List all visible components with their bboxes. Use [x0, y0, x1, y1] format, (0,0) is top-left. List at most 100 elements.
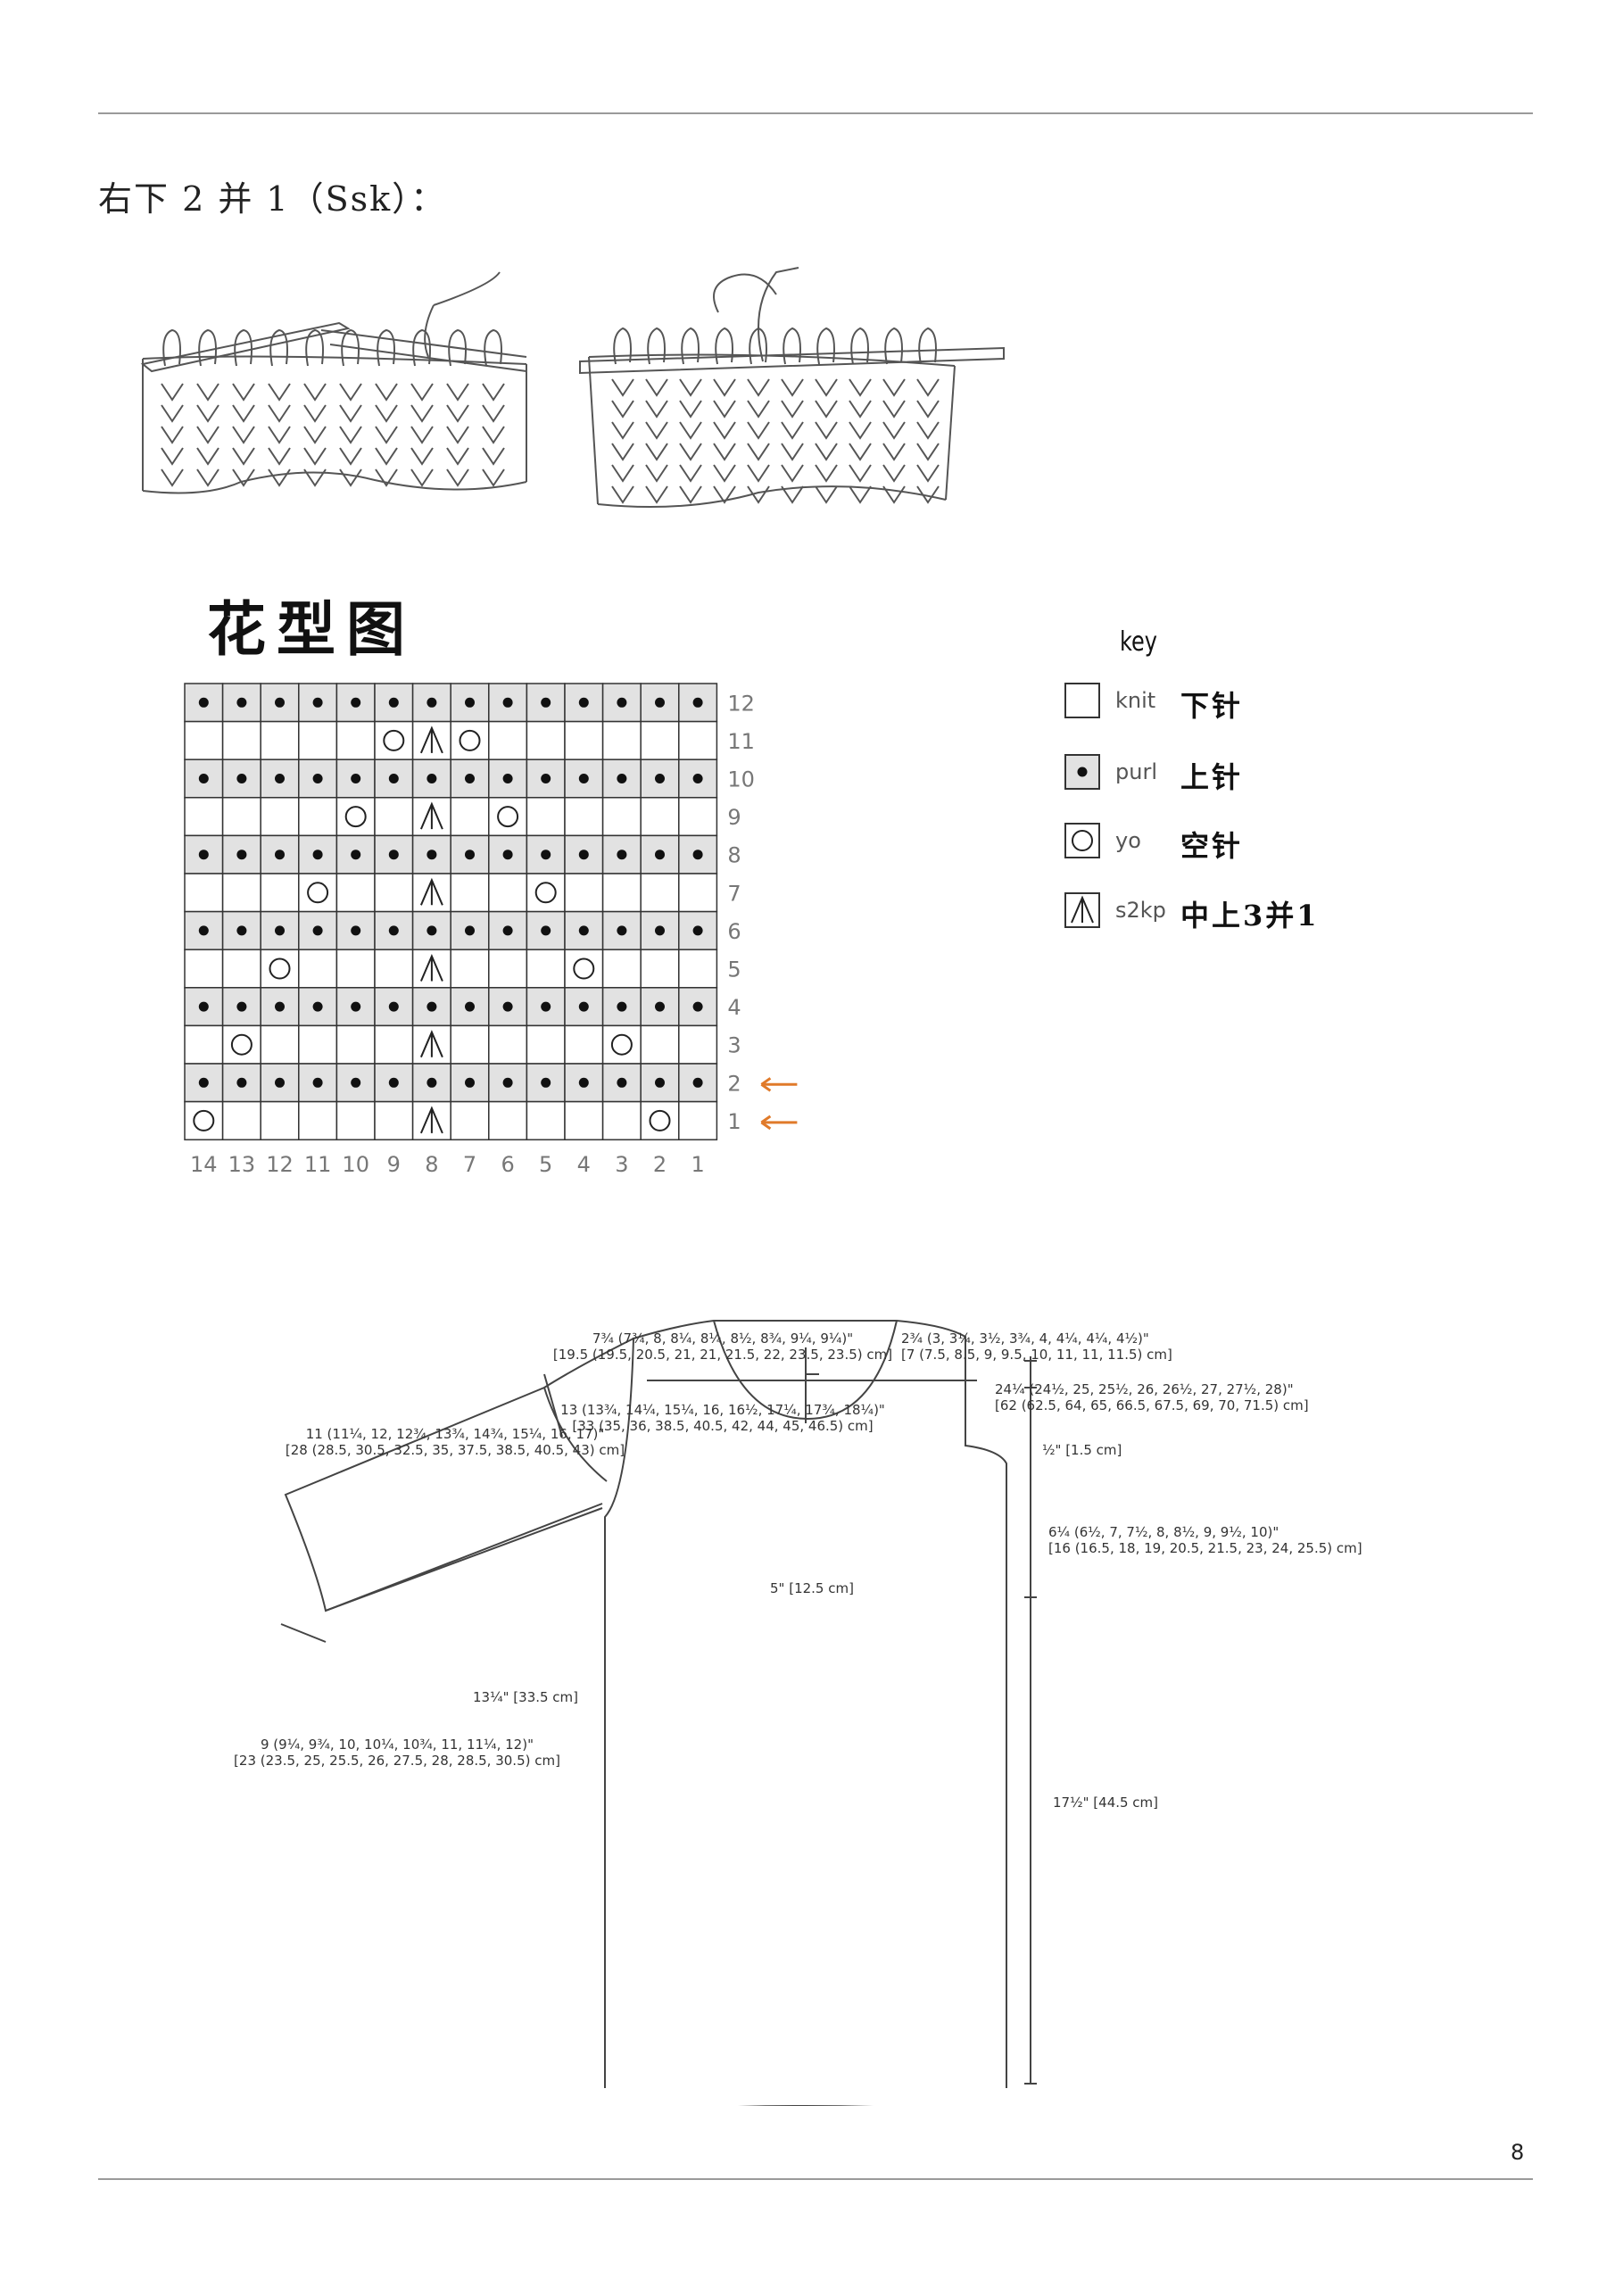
col-label: 7 [463, 1152, 476, 1177]
chart-cell-knit [678, 797, 718, 837]
chart-cell-purl [601, 834, 642, 874]
chart-cell-purl [564, 758, 604, 799]
chart-cell-purl [640, 987, 680, 1027]
chart-cell-purl [678, 834, 718, 874]
chart-cell-purl [374, 987, 414, 1027]
chart-cell-knit [640, 873, 680, 913]
chart-cell-knit [184, 1024, 224, 1065]
chart-cell-knit [488, 873, 528, 913]
dimension-shoulder: [7 (7.5, 8.5, 9, 9.5, 10, 11, 11, 11.5) … [901, 1347, 1172, 1363]
top-rule [98, 112, 1533, 114]
col-label: 5 [539, 1152, 552, 1177]
chart-cell-knit [298, 720, 338, 760]
chart-cell-purl [335, 834, 376, 874]
chart-cell-knit [221, 720, 261, 760]
chart-cell-knit [184, 873, 224, 913]
chart-cell-knit [601, 797, 642, 837]
chart-cell-s2kp [411, 720, 451, 760]
chart-cell-purl [374, 1063, 414, 1103]
row-label: 8 [727, 843, 741, 868]
chart-cell-knit [450, 873, 490, 913]
chart-cell-knit [335, 1100, 376, 1140]
chart-cell-purl [184, 987, 224, 1027]
col-label: 13 [228, 1152, 256, 1177]
chart-cell-purl [678, 758, 718, 799]
chart-cell-purl [221, 987, 261, 1027]
chart-cell-knit [298, 797, 338, 837]
key-label-en: purl [1115, 759, 1157, 784]
bottom-rule [98, 2178, 1533, 2180]
row-label: 9 [727, 805, 741, 830]
chart-cell-knit [678, 720, 718, 760]
chart-cell-s2kp [411, 873, 451, 913]
chart-cell-purl [221, 1063, 261, 1103]
chart-cell-knit [374, 873, 414, 913]
row-label: 2 [727, 1071, 741, 1096]
chart-cell-purl [411, 910, 451, 950]
chart-cell-knit [184, 949, 224, 989]
chart-cell-purl [450, 834, 490, 874]
chart-cell-yo [601, 1024, 642, 1065]
chart-cell-yo [335, 797, 376, 837]
chart-cell-purl [335, 910, 376, 950]
chart-cell-knit [601, 873, 642, 913]
chart-cell-knit [601, 720, 642, 760]
chart-cell-knit [678, 1024, 718, 1065]
garment-schematic: 7¾ (7¾, 8, 8¼, 8¼, 8½, 8¾, 9¼, 9¼)"[19.5… [234, 1320, 1362, 2106]
chart-cell-purl [488, 1063, 528, 1103]
chart-cell-s2kp [411, 949, 451, 989]
chart-cell-purl [374, 758, 414, 799]
chart-cell-purl [564, 987, 604, 1027]
yo-symbol-icon [1064, 823, 1100, 858]
chart-cell-purl [601, 758, 642, 799]
col-label: 8 [425, 1152, 438, 1177]
dimension-yoke-depth: 24¼ (24½, 25, 25½, 26, 26½, 27, 27½, 28)… [995, 1381, 1294, 1397]
chart-cell-yo [184, 1100, 224, 1140]
chart-cell-purl [298, 834, 338, 874]
chart-cell-purl [564, 1063, 604, 1103]
chart-cell-knit [374, 1024, 414, 1065]
purl-symbol-icon [1064, 754, 1100, 790]
chart-cell-yo [374, 720, 414, 760]
chart-cell-knit [488, 720, 528, 760]
chart-cell-knit [564, 1100, 604, 1140]
chart-cell-knit [260, 797, 300, 837]
chart-cell-purl [564, 834, 604, 874]
chart-cell-knit [374, 949, 414, 989]
chart-cell-purl [640, 1063, 680, 1103]
chart-cell-knit [335, 1024, 376, 1065]
dimension-upper-arm: 11 (11¼, 12, 12¾, 13¾, 14¾, 15¼, 16, 17)… [306, 1426, 605, 1442]
chart-cell-knit [221, 949, 261, 989]
col-label: 3 [615, 1152, 628, 1177]
chart-cell-purl [640, 834, 680, 874]
neckline [713, 1320, 898, 1421]
chart-cell-knit [640, 720, 680, 760]
dimension-upper-arm: [28 (28.5, 30.5, 32.5, 35, 37.5, 38.5, 4… [286, 1442, 625, 1458]
page-number: 8 [1511, 2140, 1525, 2165]
chart-cell-purl [411, 834, 451, 874]
chart-cell-knit [488, 1100, 528, 1140]
key-label-en: knit [1115, 688, 1156, 713]
chart-cell-purl [374, 683, 414, 723]
chart-cell-purl [298, 758, 338, 799]
s2kp-symbol-icon [1064, 892, 1100, 928]
chart-cell-purl [488, 834, 528, 874]
row-arrow-icon [760, 1077, 798, 1092]
chart-cell-purl [678, 910, 718, 950]
sleeve-cap [543, 1387, 608, 1482]
chart-cell-knit [335, 720, 376, 760]
chart-cell-knit [564, 873, 604, 913]
chart-cell-purl [411, 758, 451, 799]
dimension-shoulder: 2¾ (3, 3¼, 3½, 3¾, 4, 4¼, 4¼, 4½)" [901, 1330, 1149, 1347]
chart-cell-knit [184, 797, 224, 837]
key-label-en: s2kp [1115, 898, 1166, 923]
chart-cell-purl [298, 987, 338, 1027]
key-label-zh: 中上3并1 [1180, 899, 1320, 932]
chart-cell-purl [260, 910, 300, 950]
chart-cell-purl [221, 683, 261, 723]
chart-cell-purl [335, 1063, 376, 1103]
chart-cell-knit [488, 949, 528, 989]
chart-cell-purl [488, 910, 528, 950]
chart-cell-purl [184, 758, 224, 799]
